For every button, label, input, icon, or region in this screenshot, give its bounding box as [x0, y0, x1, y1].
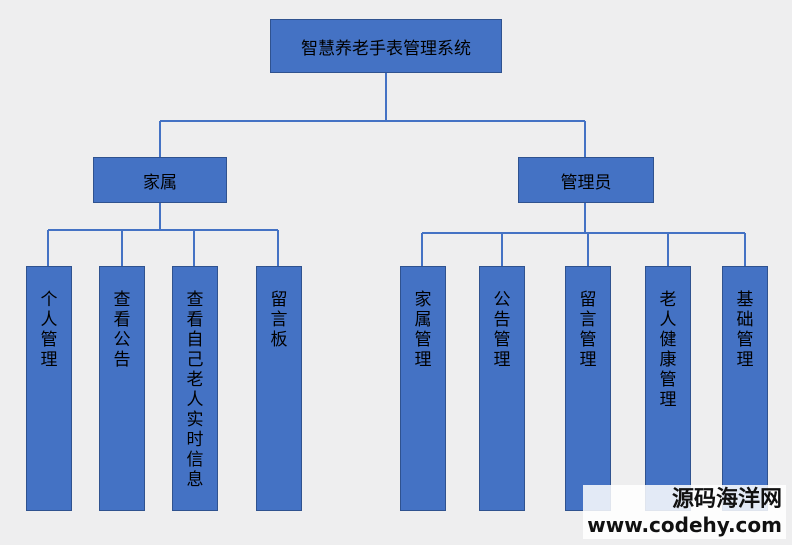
leaf-node-admin-3: 留言管理	[565, 266, 611, 511]
leaf-node-family-4: 留言板	[256, 266, 302, 511]
branch-node-family-label: 家属	[143, 172, 177, 193]
leaf-label: 公告管理	[493, 290, 511, 370]
leaf-label: 查看自己老人实时信息	[186, 290, 204, 490]
leaf-node-admin-2: 公告管理	[479, 266, 525, 511]
leaf-node-family-2: 查看公告	[99, 266, 145, 511]
leaf-label: 家属管理	[414, 290, 432, 370]
leaf-label: 查看公告	[113, 290, 131, 370]
leaf-node-family-3: 查看自己老人实时信息	[172, 266, 218, 511]
leaf-label: 个人管理	[40, 290, 58, 370]
leaf-node-admin-4: 老人健康管理	[645, 266, 691, 511]
root-node-label: 智慧养老手表管理系统	[301, 38, 471, 59]
leaf-label: 基础管理	[736, 290, 754, 370]
leaf-node-admin-1: 家属管理	[400, 266, 446, 511]
leaf-label: 留言板	[270, 290, 288, 350]
leaf-node-admin-5: 基础管理	[722, 266, 768, 511]
leaf-label: 老人健康管理	[659, 290, 677, 410]
root-node: 智慧养老手表管理系统	[270, 19, 502, 73]
branch-node-admin-label: 管理员	[560, 172, 612, 193]
branch-node-admin: 管理员	[518, 157, 654, 203]
branch-node-family: 家属	[93, 157, 227, 203]
watermark: 源码海洋网 www.codehy.com	[583, 485, 786, 539]
leaf-label: 留言管理	[579, 290, 597, 370]
leaf-node-family-1: 个人管理	[26, 266, 72, 511]
watermark-url: www.codehy.com	[587, 513, 782, 537]
watermark-site-name: 源码海洋网	[671, 487, 782, 512]
